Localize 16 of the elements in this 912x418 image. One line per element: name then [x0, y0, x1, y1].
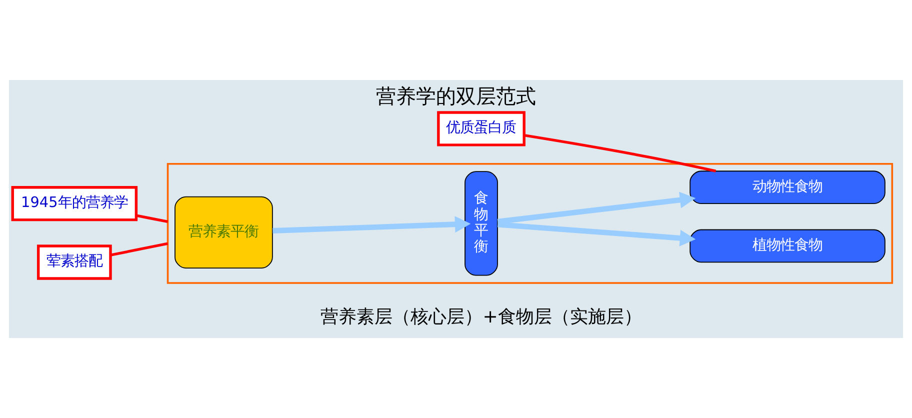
- node-box: 1945年的营养学: [11, 186, 138, 222]
- arrow: [272, 216, 471, 234]
- connector: [136, 214, 168, 224]
- node-box: 优质蛋白质: [437, 111, 526, 146]
- node-box: 营养素平衡: [174, 196, 273, 269]
- node-box: 植物性食物: [690, 229, 886, 263]
- arrow: [497, 222, 696, 246]
- arrow: [497, 192, 696, 224]
- cluster: [166, 163, 894, 284]
- connector: [110, 242, 168, 256]
- node-box: 动物性食物: [690, 170, 886, 204]
- node-box: 食物平衡: [464, 171, 498, 276]
- diagram-title: 营养学的双层范式: [376, 85, 536, 108]
- node-box: 荤素搭配: [36, 244, 112, 280]
- connector: [524, 134, 716, 172]
- caption: 营养素层（核心层）+食物层（实施层）: [320, 306, 642, 328]
